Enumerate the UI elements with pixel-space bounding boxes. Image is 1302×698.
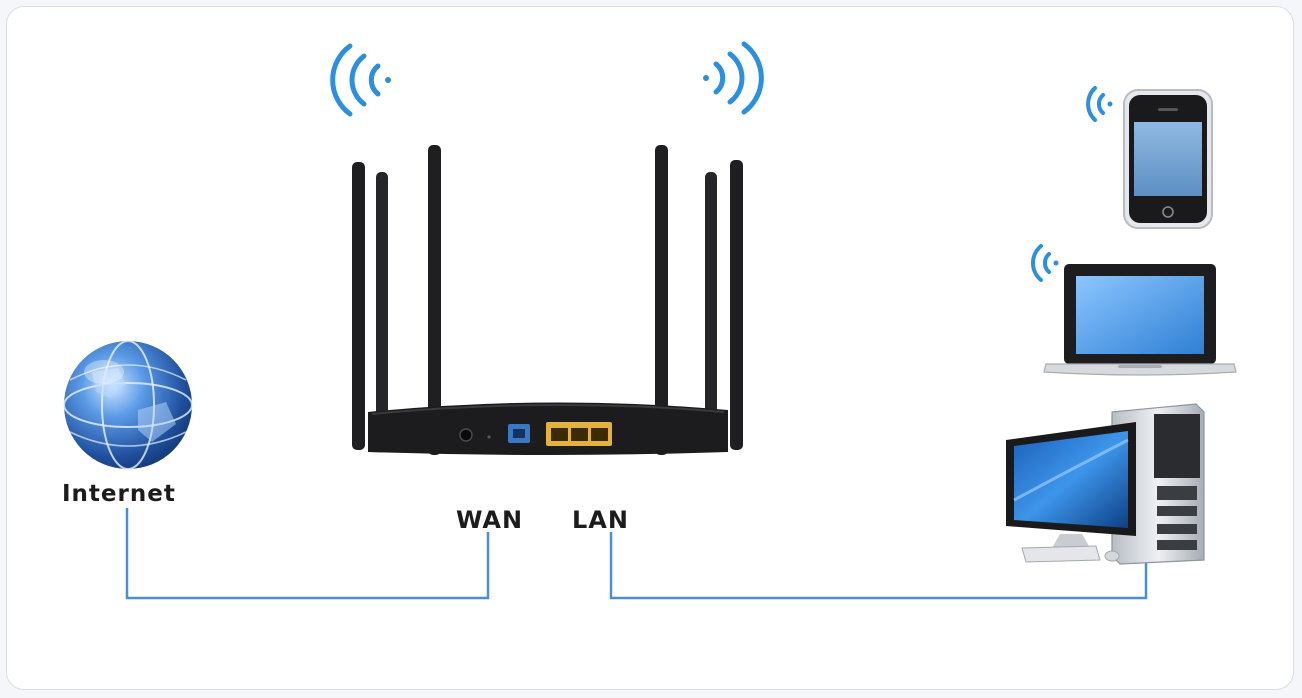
laptop-icon <box>1043 264 1237 376</box>
phone-wifi-icon <box>1086 86 1113 122</box>
router-left-wifi-icon <box>330 43 391 117</box>
lan-cable <box>609 532 1148 600</box>
wan-cable <box>125 508 490 600</box>
globe-icon <box>63 340 193 470</box>
wan-label: WAN <box>456 506 524 534</box>
desktop-computer-icon <box>1006 403 1205 565</box>
router-right-wifi-icon <box>703 41 764 115</box>
internet-label: Internet <box>62 481 176 507</box>
laptop-wifi-icon <box>1030 244 1059 282</box>
lan-label: LAN <box>572 506 629 534</box>
wireless-router-icon <box>352 145 743 455</box>
smartphone-icon <box>1123 89 1213 229</box>
